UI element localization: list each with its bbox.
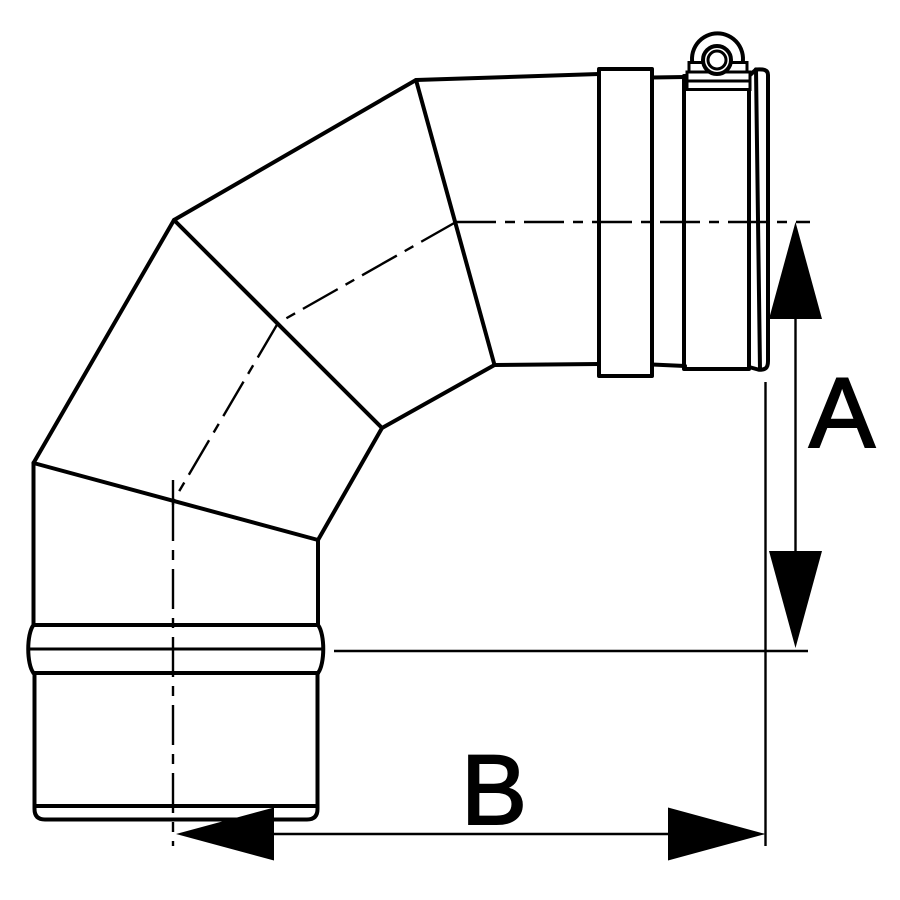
socket-end: [26, 461, 326, 822]
centerline-30deg: [277, 220, 457, 325]
dim-a-label: A: [809, 357, 875, 468]
dim-a-arrow-down: [769, 551, 822, 648]
dimension-b: B: [176, 382, 767, 861]
elbow-body: [31, 67, 770, 542]
dimension-a: A: [334, 222, 876, 653]
dim-b-arrow-left: [176, 807, 274, 861]
dim-b-arrow-right: [668, 807, 766, 861]
socket-rolled-lip: [32, 804, 320, 822]
elbow-inner-contour: [316, 362, 601, 542]
outlet-top-edge: [650, 75, 687, 80]
outlet-lip-inner-edge: [754, 67, 762, 372]
outlet-lip-outer-edge: [754, 67, 770, 372]
dim-a-arrow-up: [769, 222, 822, 319]
clamp-assembly: [685, 31, 752, 91]
dim-b-label: B: [461, 734, 527, 845]
segment-joint-1: [31, 461, 320, 542]
clamp-bolt-inner: [706, 49, 728, 71]
elbow-outer-contour: [31, 72, 601, 465]
clamp-strap-arc: [690, 31, 745, 68]
outlet-bottom-edge: [650, 362, 687, 368]
centerlines: [171, 220, 810, 846]
centerline-60deg: [172, 322, 280, 501]
